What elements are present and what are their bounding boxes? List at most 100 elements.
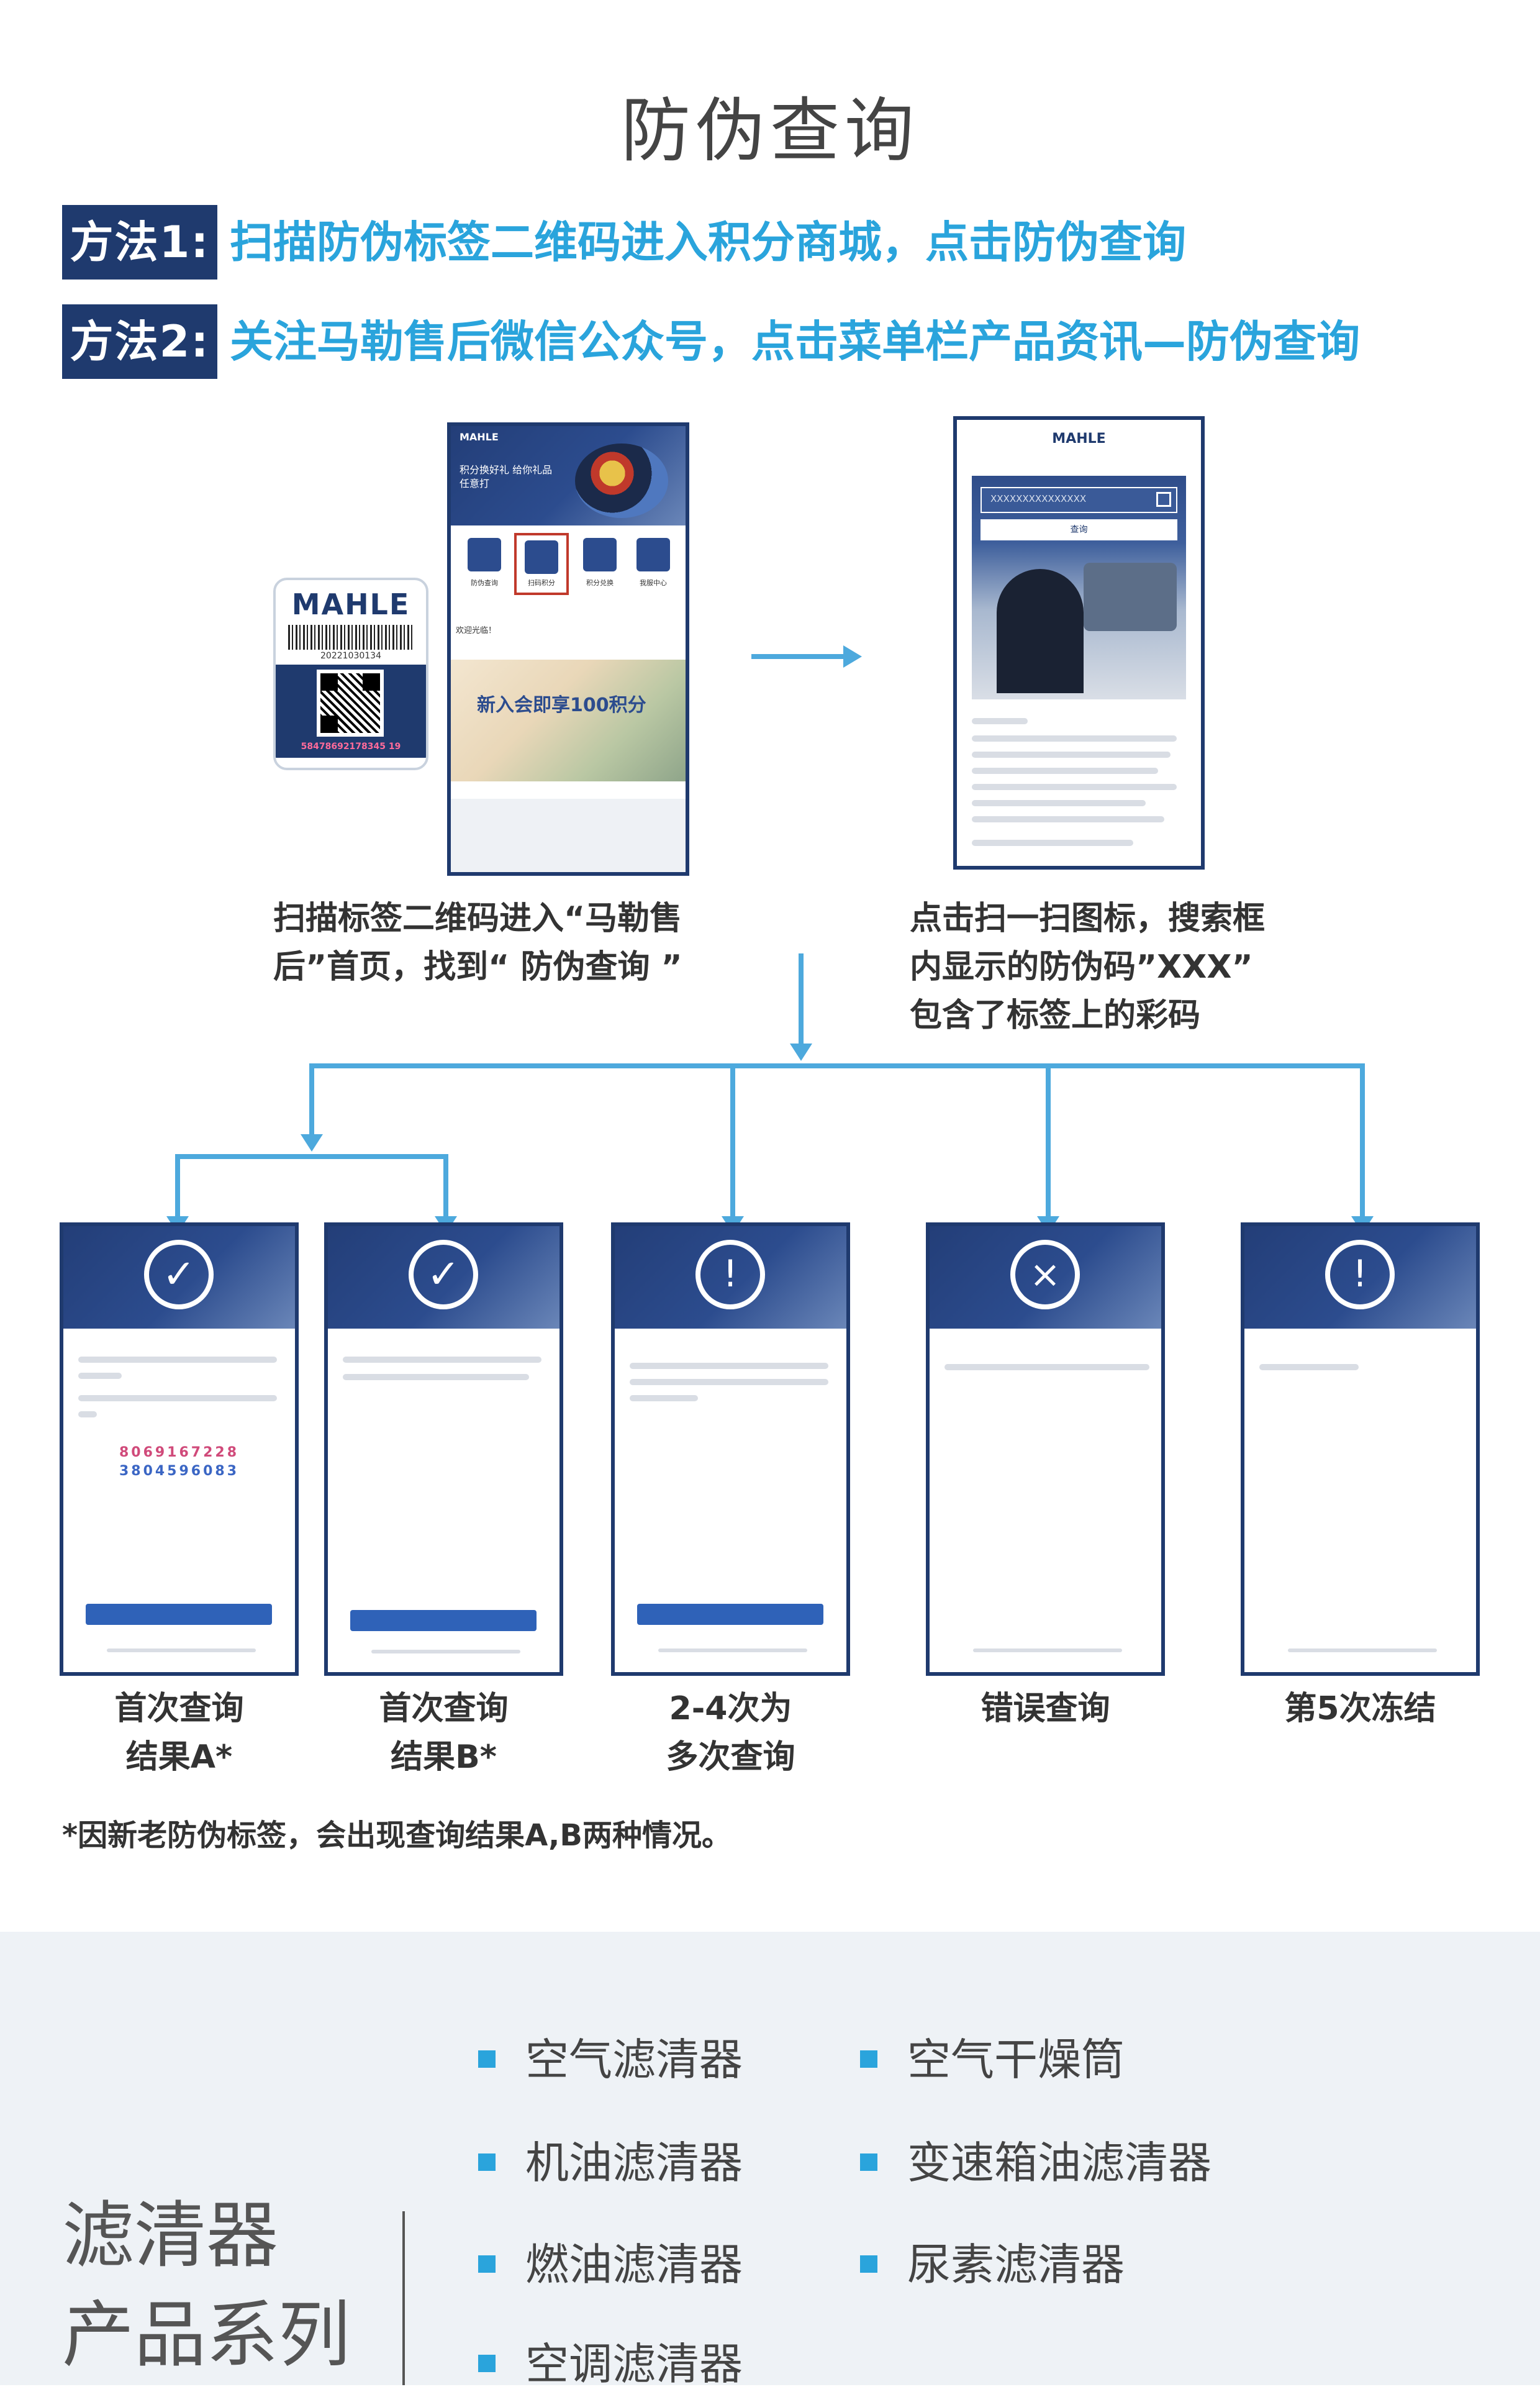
product-item[interactable]: 变速箱油滤清器 bbox=[860, 2128, 1212, 2191]
promo-banner[interactable]: 新入会即享100积分 bbox=[451, 660, 686, 781]
product-item[interactable]: 机油滤清器 bbox=[478, 2128, 743, 2191]
check-badge-icon: ✓ bbox=[409, 1240, 478, 1309]
method-1-tag: 方法1: bbox=[62, 205, 217, 280]
search-button[interactable]: 查询 bbox=[981, 519, 1177, 540]
page-title: 防伪查询 bbox=[621, 91, 919, 171]
caption-right-line-1: 点击扫一扫图标，搜索框 bbox=[910, 900, 1266, 937]
result-label-a: 首次查询 结果A* bbox=[60, 1685, 299, 1781]
user-icon bbox=[636, 538, 670, 571]
product-item[interactable]: 空调滤清器 bbox=[478, 2329, 743, 2392]
qr-code-icon bbox=[317, 670, 384, 737]
bullet-square-icon bbox=[860, 2255, 877, 2273]
product-label: 燃油滤清器 bbox=[525, 2239, 743, 2290]
method-2-text: 关注马勒售后微信公众号，点击菜单栏产品资讯—防伪查询 bbox=[230, 316, 1360, 367]
arrow-right-icon bbox=[843, 645, 862, 668]
bullet-square-icon bbox=[478, 2050, 496, 2068]
menu-item-scan-points[interactable]: 扫码积分 bbox=[514, 533, 569, 595]
product-label: 尿素滤清器 bbox=[907, 2239, 1125, 2290]
caption-right-line-2: 内显示的防伪码”XXX” bbox=[910, 948, 1253, 986]
result-label-b-line-1: 首次查询 bbox=[379, 1690, 509, 1727]
result-header: ! bbox=[615, 1226, 846, 1329]
method-1-text: 扫描防伪标签二维码进入积分商城，点击防伪查询 bbox=[230, 217, 1186, 268]
search-notes bbox=[972, 712, 1186, 861]
result-screen-e: ! bbox=[1241, 1222, 1480, 1676]
result-label-b: 首次查询 结果B* bbox=[324, 1685, 563, 1781]
scan-icon bbox=[525, 540, 558, 574]
menu-item-verify[interactable]: 防伪查询 bbox=[460, 538, 509, 588]
caption-left: 扫描标签二维码进入“马勒售 后”首页，找到“ 防伪查询 ” bbox=[273, 894, 782, 991]
label-color-code: 58478692178345 19 bbox=[301, 742, 401, 752]
home-footer bbox=[451, 799, 686, 872]
home-brand: MAHLE bbox=[460, 431, 499, 443]
product-label: 空调滤清器 bbox=[525, 2339, 743, 2390]
result-header: ✓ bbox=[63, 1226, 295, 1329]
product-label: 机油滤清器 bbox=[525, 2137, 743, 2188]
home-menu: 防伪查询 扫码积分 积分兑换 我服中心 bbox=[460, 533, 678, 606]
menu-label: 防伪查询 bbox=[471, 579, 498, 587]
menu-item-redeem[interactable]: 积分兑换 bbox=[575, 538, 625, 588]
warning-icon: ! bbox=[1325, 1240, 1395, 1309]
result-label-c: 2-4次为 多次查询 bbox=[611, 1685, 850, 1781]
product-item[interactable]: 尿素滤清器 bbox=[860, 2230, 1125, 2293]
result-screen-c: ! bbox=[611, 1222, 850, 1676]
product-item[interactable]: 燃油滤清器 bbox=[478, 2230, 743, 2293]
banner-text: 积分换好礼 给你礼品任意打 bbox=[460, 464, 553, 489]
result-label-a-line-1: 首次查询 bbox=[114, 1690, 244, 1727]
flow-line-main bbox=[799, 953, 804, 1044]
result-label-d-line-1: 错误查询 bbox=[981, 1690, 1110, 1727]
caption-left-line-1: 扫描标签二维码进入“马勒售 bbox=[273, 900, 682, 937]
series-title-line-1: 滤清器 bbox=[62, 2194, 278, 2278]
result-screen-b: ✓ bbox=[324, 1222, 563, 1676]
result-header: ! bbox=[1244, 1226, 1476, 1329]
points-button[interactable] bbox=[350, 1610, 537, 1631]
result-label-e: 第5次冻结 bbox=[1241, 1685, 1480, 1733]
points-button[interactable] bbox=[637, 1604, 823, 1625]
menu-label: 扫码积分 bbox=[528, 579, 555, 587]
flow-line-d bbox=[1046, 1063, 1051, 1216]
home-banner: MAHLE 积分换好礼 给你礼品任意打 bbox=[451, 426, 686, 525]
flow-line-ab bbox=[309, 1063, 314, 1134]
flow-line-horizontal bbox=[309, 1063, 1365, 1068]
label-code-small: 20221030134 bbox=[320, 651, 381, 661]
bullet-square-icon bbox=[478, 2354, 496, 2372]
arrow-down-icon bbox=[301, 1134, 323, 1152]
bullet-square-icon bbox=[478, 2255, 496, 2273]
search-input[interactable]: XXXXXXXXXXXXXXX bbox=[981, 487, 1177, 513]
search-input-value: XXXXXXXXXXXXXXX bbox=[990, 493, 1087, 504]
search-brand: MAHLE bbox=[1052, 431, 1106, 447]
menu-item-profile[interactable]: 我服中心 bbox=[628, 538, 678, 588]
warning-icon: ! bbox=[695, 1240, 765, 1309]
menu-label: 积分兑换 bbox=[586, 579, 614, 587]
result-screen-d: × bbox=[926, 1222, 1165, 1676]
series-title-line-2: 产品系列 bbox=[62, 2293, 350, 2377]
product-item[interactable]: 空气滤清器 bbox=[478, 2025, 743, 2088]
product-label: 空气干燥筒 bbox=[907, 2034, 1125, 2085]
flow-line-b bbox=[443, 1154, 448, 1216]
points-button[interactable] bbox=[86, 1604, 272, 1625]
result-label-b-line-2: 结果B* bbox=[391, 1739, 497, 1776]
method-2-tag: 方法2: bbox=[62, 304, 217, 379]
series-divider bbox=[402, 2211, 405, 2385]
barcode bbox=[288, 625, 412, 650]
flow-line-e bbox=[1360, 1063, 1365, 1216]
flow-arrow-line bbox=[751, 654, 845, 659]
flow-line-c bbox=[730, 1063, 735, 1216]
arrow-down-icon bbox=[790, 1044, 812, 1061]
result-label-c-line-2: 多次查询 bbox=[666, 1739, 795, 1776]
phone-screen-home: MAHLE 积分换好礼 给你礼品任意打 防伪查询 扫码积分 积分兑换 我服中心 … bbox=[447, 422, 689, 876]
bullet-square-icon bbox=[478, 2153, 496, 2171]
product-label: 空气滤清器 bbox=[525, 2034, 743, 2085]
result-header: ✓ bbox=[328, 1226, 559, 1329]
result-label-c-line-1: 2-4次为 bbox=[669, 1690, 792, 1727]
phone-screen-search: MAHLE XXXXXXXXXXXXXXX 查询 bbox=[953, 416, 1205, 870]
banner-image bbox=[575, 443, 668, 518]
product-item[interactable]: 空气干燥筒 bbox=[860, 2025, 1125, 2088]
check-badge-icon: ✓ bbox=[144, 1240, 214, 1309]
anti-counterfeit-label: MAHLE 20221030134 58478692178345 19 bbox=[273, 578, 428, 770]
promo-text: 新入会即享100积分 bbox=[477, 694, 646, 716]
scan-icon[interactable] bbox=[1156, 492, 1171, 507]
caption-right: 点击扫一扫图标，搜索框 内显示的防伪码”XXX” 包含了标签上的彩码 bbox=[910, 894, 1419, 1040]
flow-line-a bbox=[175, 1154, 180, 1216]
bullet-square-icon bbox=[860, 2050, 877, 2068]
result-label-e-line-1: 第5次冻结 bbox=[1284, 1690, 1436, 1727]
